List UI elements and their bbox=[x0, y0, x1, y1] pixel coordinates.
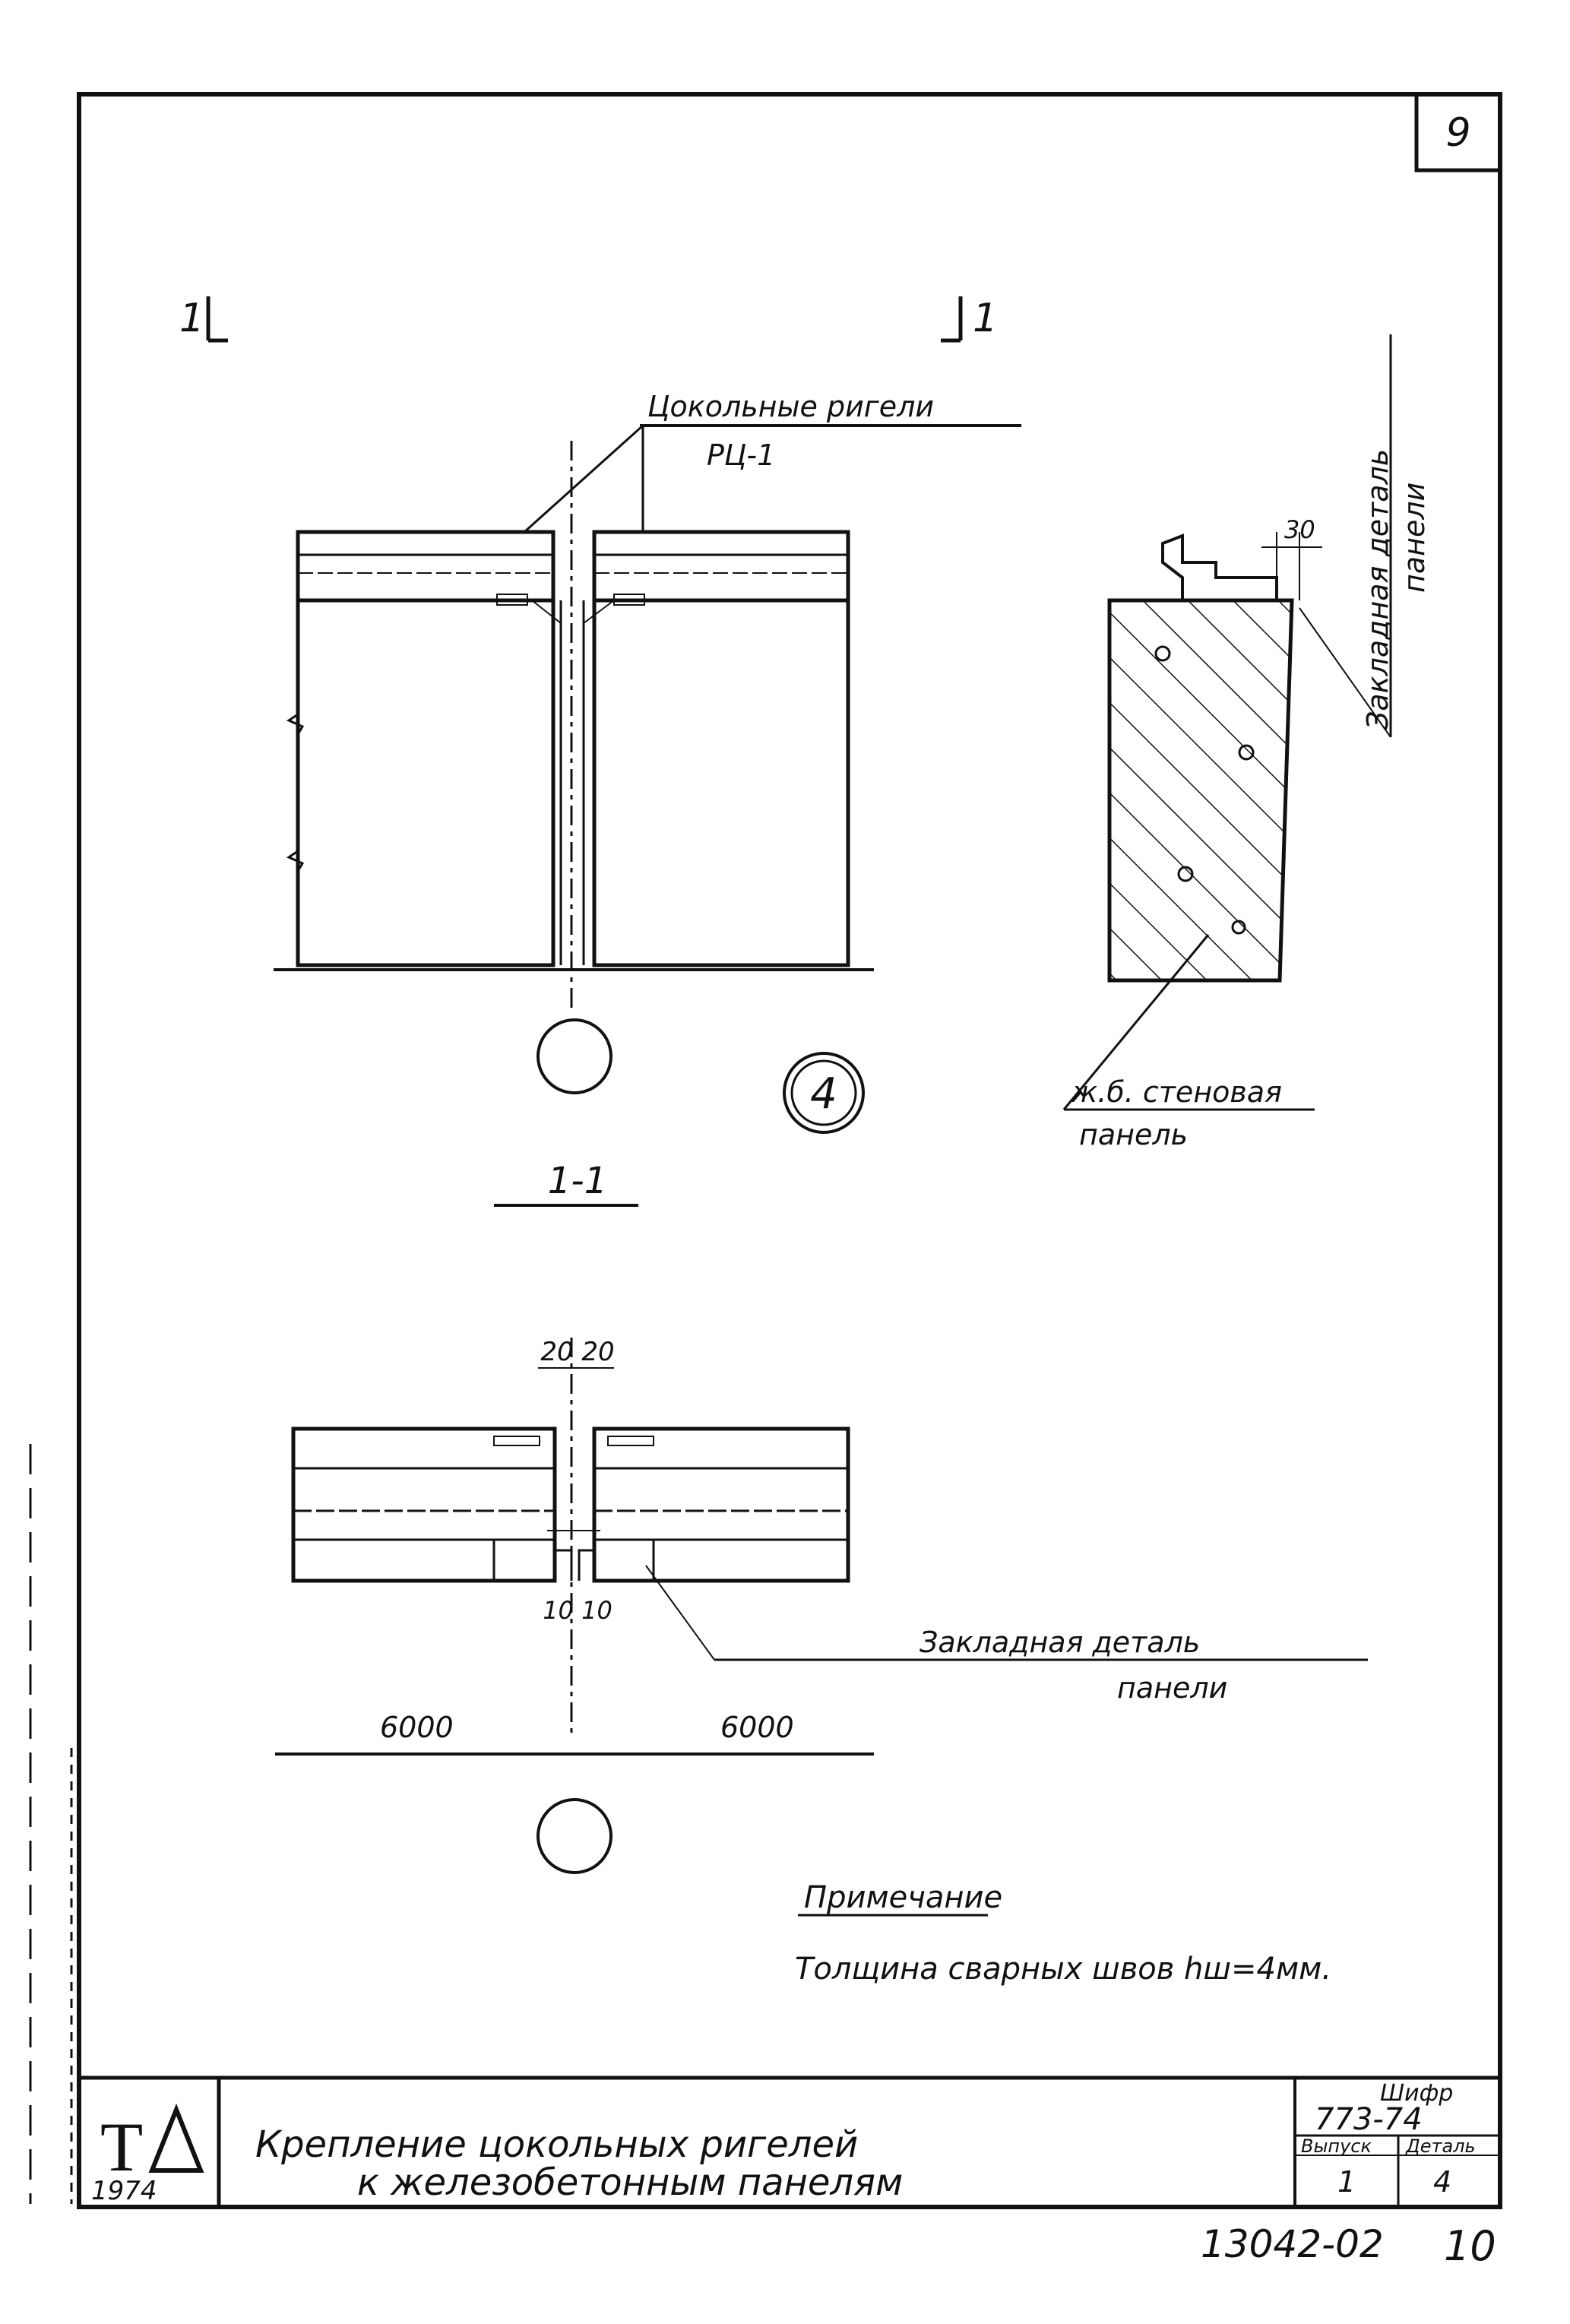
axis-marker-bottom bbox=[537, 1798, 612, 1874]
section-title-label: 1-1 bbox=[548, 1160, 607, 1202]
section-mark-right-label: 1 bbox=[973, 296, 998, 341]
section-mark-right: 1 bbox=[941, 296, 998, 343]
section-mark-left: 1 bbox=[179, 296, 228, 343]
beam-label-line1: Цокольные ригели bbox=[647, 390, 934, 423]
section-mark-left-label: 1 bbox=[179, 296, 204, 341]
span-left: 6000 bbox=[380, 1711, 454, 1744]
stamp-title-line2: к железобетонным панелям bbox=[357, 2161, 903, 2204]
organization-logo: Т 1974 bbox=[91, 2103, 204, 2206]
axis-marker-top bbox=[537, 1018, 612, 1094]
page-number: 10 bbox=[1444, 2222, 1496, 2270]
plan-section: 20 20 10 10 Закладная деталь панели 6000… bbox=[275, 1337, 1368, 1874]
margin-marks bbox=[29, 1444, 73, 2204]
dimension-top: 20 20 bbox=[540, 1337, 614, 1367]
stamp-detail-label: Деталь bbox=[1405, 2136, 1476, 2157]
embedded-part2-line1: Закладная деталь bbox=[920, 1626, 1200, 1659]
note-text: Толщина сварных швов hш=4мм. bbox=[795, 1952, 1331, 1987]
beam-callout: Цокольные ригели РЦ-1 bbox=[523, 390, 1021, 534]
sheet-frame bbox=[77, 92, 1502, 2209]
wall-panel-label-line2: панель bbox=[1079, 1118, 1188, 1151]
title-block: Т 1974 Крепление цокольных ригелей к жел… bbox=[79, 2075, 1500, 2207]
embedded-part2-line2: панели bbox=[1117, 1671, 1227, 1705]
dimension-bottom: 10 10 bbox=[543, 1596, 612, 1625]
note-block: Примечание Толщина сварных швов hш=4мм. bbox=[795, 1880, 1331, 1987]
beam-label-line2: РЦ-1 bbox=[707, 439, 775, 472]
sheet-number-box: 9 bbox=[1414, 92, 1502, 173]
node-mark-label: 4 bbox=[810, 1069, 837, 1119]
panel-side-section: 30 Закладная деталь панели ж.б. стеновая… bbox=[1062, 334, 1431, 1151]
embedded-part-label-line1: Закладная деталь bbox=[1361, 449, 1394, 730]
stamp-issue-label: Выпуск bbox=[1301, 2136, 1372, 2157]
node-marker: 4 bbox=[783, 1052, 865, 1134]
stamp-title-line1: Крепление цокольных ригелей bbox=[255, 2123, 858, 2166]
embedded-part-label-line2: панели bbox=[1397, 483, 1431, 593]
stamp-year: 1974 bbox=[91, 2176, 157, 2206]
svg-text:Т: Т bbox=[100, 2108, 143, 2186]
stamp-code-label: Шифр bbox=[1380, 2080, 1453, 2107]
stamp-code-value: 773-74 bbox=[1315, 2102, 1423, 2137]
stamp-issue-value: 1 bbox=[1337, 2165, 1356, 2199]
elevation-view bbox=[274, 441, 874, 1094]
span-right: 6000 bbox=[720, 1711, 794, 1744]
dimension-30: 30 bbox=[1284, 515, 1315, 544]
note-heading: Примечание bbox=[804, 1880, 1002, 1915]
section-title: 1-1 bbox=[494, 1160, 638, 1207]
inventory-number: 13042-02 bbox=[1201, 2222, 1384, 2266]
wall-panel-label-line1: ж.б. стеновая bbox=[1071, 1075, 1282, 1109]
sheet-number: 9 bbox=[1445, 110, 1470, 156]
stamp-detail-value: 4 bbox=[1433, 2165, 1451, 2199]
